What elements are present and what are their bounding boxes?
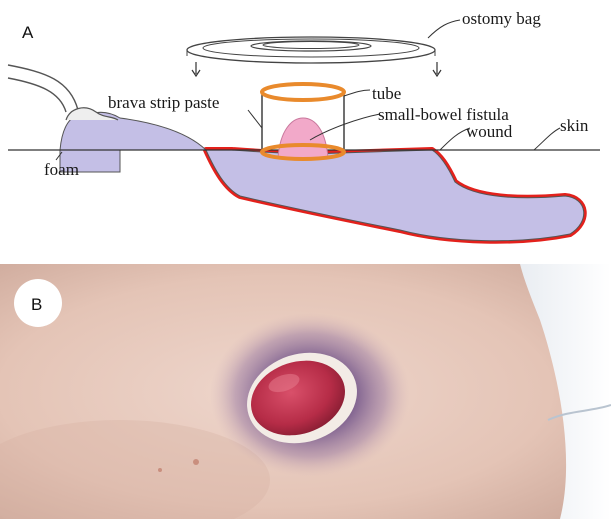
- label-foam: foam: [44, 160, 79, 179]
- label-wound: wound: [466, 122, 513, 141]
- label-tube: tube: [372, 84, 401, 103]
- photo-skin-spot: [193, 459, 199, 465]
- panel-b: B: [0, 264, 611, 519]
- drainage-tube-inner: [8, 78, 66, 112]
- label-skin: skin: [560, 116, 589, 135]
- panel-b-letter: B: [31, 295, 42, 314]
- ostomy-bag: [187, 37, 435, 63]
- panel-a: A: [8, 9, 600, 241]
- down-arrow-left-icon: [192, 62, 200, 76]
- down-arrow-right-icon: [433, 62, 441, 76]
- small-bowel-fistula: [278, 118, 328, 158]
- photo-skin-spot: [158, 468, 162, 472]
- label-ostomy-bag: ostomy bag: [462, 9, 541, 28]
- panel-a-letter: A: [22, 23, 34, 42]
- label-brava-strip-paste: brava strip paste: [108, 93, 219, 112]
